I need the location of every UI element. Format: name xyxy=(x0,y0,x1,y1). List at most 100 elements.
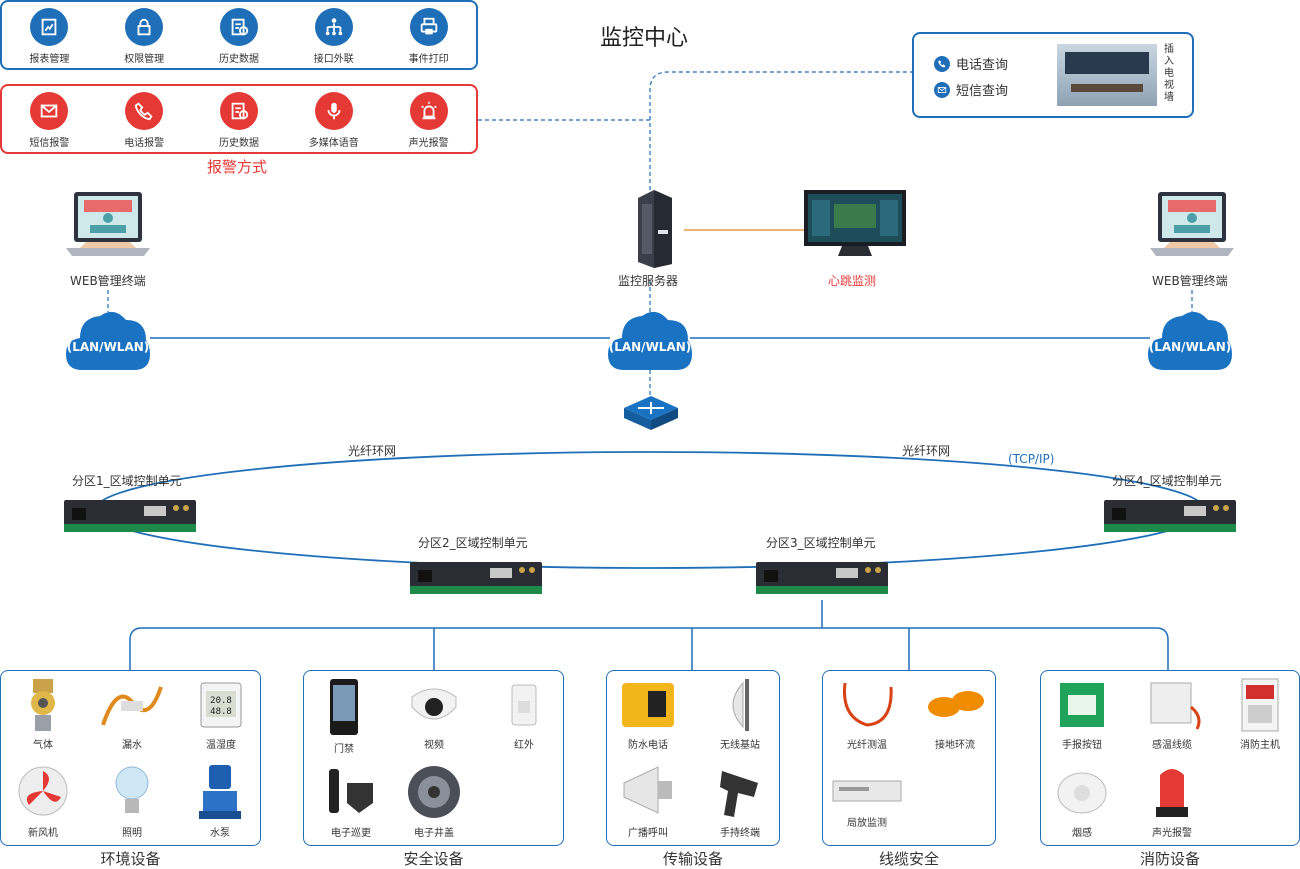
sms-query-label: 短信查询 xyxy=(956,84,1009,99)
item-label: 声光报警 xyxy=(408,138,449,149)
fiber-temp-device: 光纤测温 xyxy=(829,677,905,751)
function-panel: 报表管理 权限管理历史数据接口外联事件打印 xyxy=(0,0,478,70)
laptop-left xyxy=(66,190,150,268)
cable-category-label: 线缆安全 xyxy=(878,850,939,868)
transmission-category-label: 传输设备 xyxy=(662,850,723,868)
item-label: 事件打印 xyxy=(408,54,449,65)
monitor-icon xyxy=(804,190,906,258)
handheld-device: 手持终端 xyxy=(705,763,775,839)
phone-device: 防水电话 xyxy=(613,677,683,751)
gas-device: 气体 xyxy=(15,677,71,751)
lighting-device: 照明 xyxy=(109,763,155,839)
device-bus xyxy=(129,627,1169,670)
temp-humidity-device: 20.8 48.8 温湿度 xyxy=(191,677,251,751)
device-label: 手报按钮 xyxy=(1062,740,1102,751)
env-category-label: 环境设备 xyxy=(100,850,161,868)
alarm-item-0[interactable]: 短信报警 xyxy=(14,92,84,149)
device-label: 消防主机 xyxy=(1240,740,1280,751)
mail-icon xyxy=(30,92,69,130)
alarm-item-1[interactable]: 电话报警 xyxy=(109,92,179,149)
base-station-device: 无线基站 xyxy=(705,677,775,751)
tv-wall-label: 插入电视墙 xyxy=(1164,44,1174,103)
zone2-label: 分区2_区域控制单元 xyxy=(418,536,528,550)
device-label: 水泵 xyxy=(210,828,230,839)
history-icon xyxy=(219,8,258,46)
controller-zone4 xyxy=(1104,494,1236,536)
item-label: 电话报警 xyxy=(124,138,165,149)
history-icon xyxy=(219,92,258,130)
controller-zone3 xyxy=(756,556,888,598)
device-label: 手持终端 xyxy=(720,828,760,839)
device-label: 门禁 xyxy=(334,744,354,755)
alarm-light-device: 声光报警 xyxy=(1137,763,1207,839)
report-icon xyxy=(30,8,69,46)
device-label: 广播呼叫 xyxy=(628,828,668,839)
svg-text:20.8: 20.8 xyxy=(210,696,232,706)
transmission-devices-box: 防水电话 无线基站 广播呼叫 手持终端 xyxy=(606,670,780,846)
cable-devices-box: 光纤测温 接地环流 局放监测 xyxy=(822,670,996,846)
device-label: 电子巡更 xyxy=(331,828,371,839)
network-icon xyxy=(314,8,353,46)
manhole-device: 电子井盖 xyxy=(402,763,466,839)
laptop-right xyxy=(1150,190,1234,268)
lock-icon xyxy=(125,8,164,46)
device-label: 声光报警 xyxy=(1152,828,1192,839)
fiber-left-label: 光纤环网 xyxy=(348,444,397,458)
device-label: 防水电话 xyxy=(628,740,668,751)
device-label: 烟感 xyxy=(1072,828,1092,839)
query-link-line xyxy=(649,71,912,190)
phone-icon xyxy=(934,55,950,72)
item-label: 历史数据 xyxy=(218,138,259,149)
microphone-icon xyxy=(314,92,353,130)
svg-text:48.8: 48.8 xyxy=(210,707,232,717)
device-label: 视频 xyxy=(424,740,444,751)
cloud-right: (LAN/WLAN) xyxy=(1148,306,1232,372)
security-devices-box: 门禁 视频 红外 电子巡更 电子井盖 xyxy=(303,670,564,846)
cloud-right-label: (LAN/WLAN) xyxy=(1148,340,1232,354)
alarm-item-2[interactable]: 历史数据 xyxy=(204,92,274,149)
device-label: 红外 xyxy=(514,740,534,751)
device-label: 局放监测 xyxy=(847,818,887,829)
device-label: 温湿度 xyxy=(206,740,236,751)
function-item-3[interactable]: 接口外联 xyxy=(299,8,369,65)
server-icon xyxy=(634,190,674,268)
leak-device: 漏水 xyxy=(97,677,167,751)
server-label: 监控服务器 xyxy=(618,274,679,288)
switch-icon xyxy=(624,396,678,430)
device-label: 新风机 xyxy=(28,828,58,839)
alarm-item-3[interactable]: 多媒体语音 xyxy=(299,92,369,149)
alarm-title: 报警方式 xyxy=(207,158,268,176)
phone-icon xyxy=(125,92,164,130)
controller-zone2 xyxy=(410,556,542,598)
pump-device: 水泵 xyxy=(193,763,247,839)
fiber-right-label: 光纤环网 xyxy=(902,444,951,458)
mail-icon xyxy=(934,81,950,98)
phone-query-label: 电话查询 xyxy=(956,58,1009,73)
alarm-panel: 短信报警 电话报警 历史数据 多媒体语音声光报警 xyxy=(0,84,478,154)
zone1-label: 分区1_区域控制单元 xyxy=(72,474,182,488)
security-category-label: 安全设备 xyxy=(403,850,464,868)
device-label: 无线基站 xyxy=(720,740,760,751)
device-label: 照明 xyxy=(122,828,142,839)
fire-host-device: 消防主机 xyxy=(1227,677,1293,751)
device-label: 气体 xyxy=(33,740,53,751)
device-label: 光纤测温 xyxy=(847,740,887,751)
zone3-label: 分区3_区域控制单元 xyxy=(766,536,876,550)
cloud-left-label: (LAN/WLAN) xyxy=(66,340,150,354)
function-item-0[interactable]: 报表管理 xyxy=(14,8,84,65)
env-devices-box: 气体 漏水 20.8 48.8 温湿度 新风机 照明 水泵 xyxy=(0,670,261,846)
manual-button-device: 手报按钮 xyxy=(1049,677,1115,751)
partial-discharge-device: 局放监测 xyxy=(829,771,905,829)
function-item-2[interactable]: 历史数据 xyxy=(204,8,274,65)
device-label: 漏水 xyxy=(122,740,142,751)
zone4-label: 分区4_区域控制单元 xyxy=(1112,474,1222,488)
alarm-light-icon xyxy=(409,92,448,130)
item-label: 报表管理 xyxy=(29,54,70,65)
function-item-4[interactable]: 事件打印 xyxy=(394,8,464,65)
query-panel: 电话查询 短信查询 插入电视墙 xyxy=(912,32,1194,118)
function-item-1[interactable]: 权限管理 xyxy=(109,8,179,65)
alarm-item-4[interactable]: 声光报警 xyxy=(394,92,464,149)
item-label: 短信报警 xyxy=(29,138,70,149)
web-terminal-left-label: WEB管理终端 xyxy=(70,274,146,288)
